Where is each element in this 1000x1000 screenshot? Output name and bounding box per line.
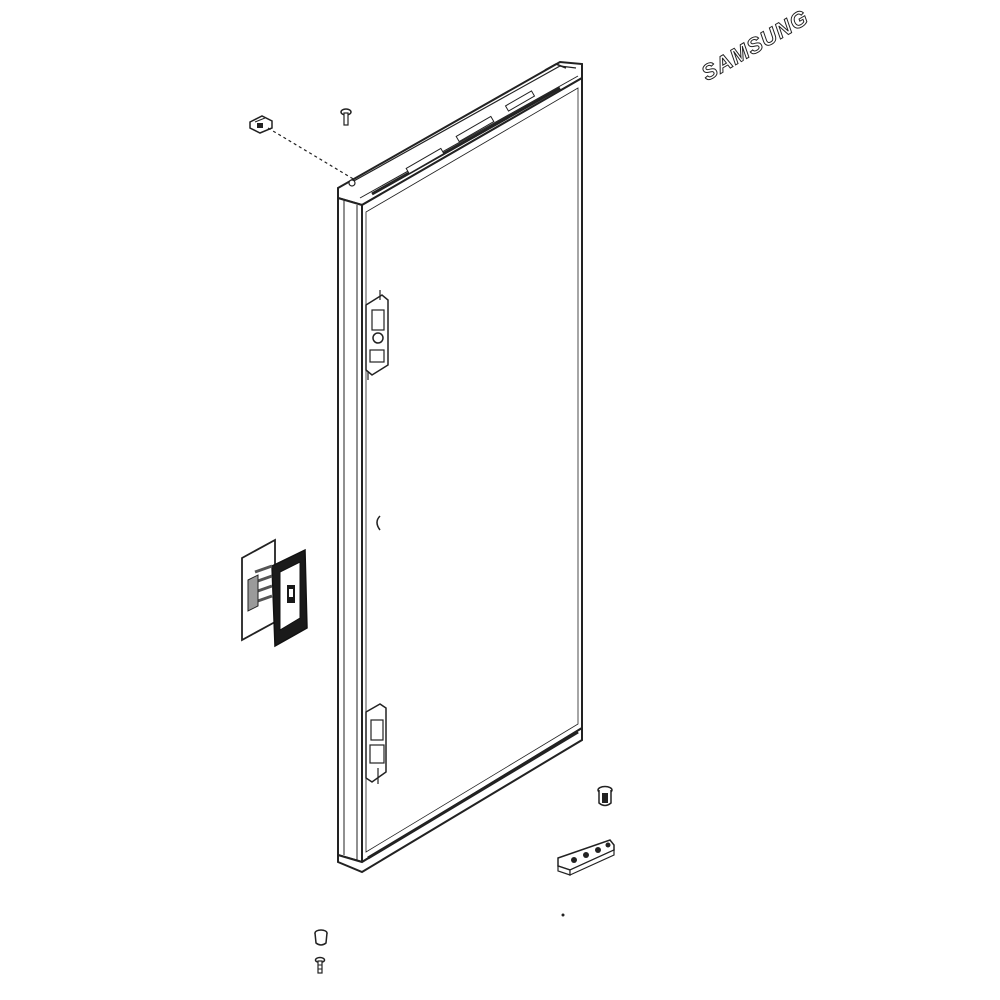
samsung-logo: SAMSUNG [697, 4, 814, 86]
small-marker [561, 913, 565, 917]
bottom-screw [314, 956, 326, 974]
bottom-hinge-bracket [557, 839, 615, 876]
door-assembly [337, 60, 583, 874]
leader-line [267, 127, 356, 181]
bottom-bushing [314, 929, 328, 946]
hinge-pin [597, 785, 613, 807]
brand-logo-text: SAMSUNG [697, 4, 813, 85]
lower-door-hinge [365, 703, 387, 784]
door-handle-assembly [241, 538, 308, 648]
center-notch [376, 515, 381, 531]
top-hinge-cap [249, 115, 273, 134]
top-screw [340, 108, 352, 126]
upper-door-hinge [365, 290, 389, 380]
